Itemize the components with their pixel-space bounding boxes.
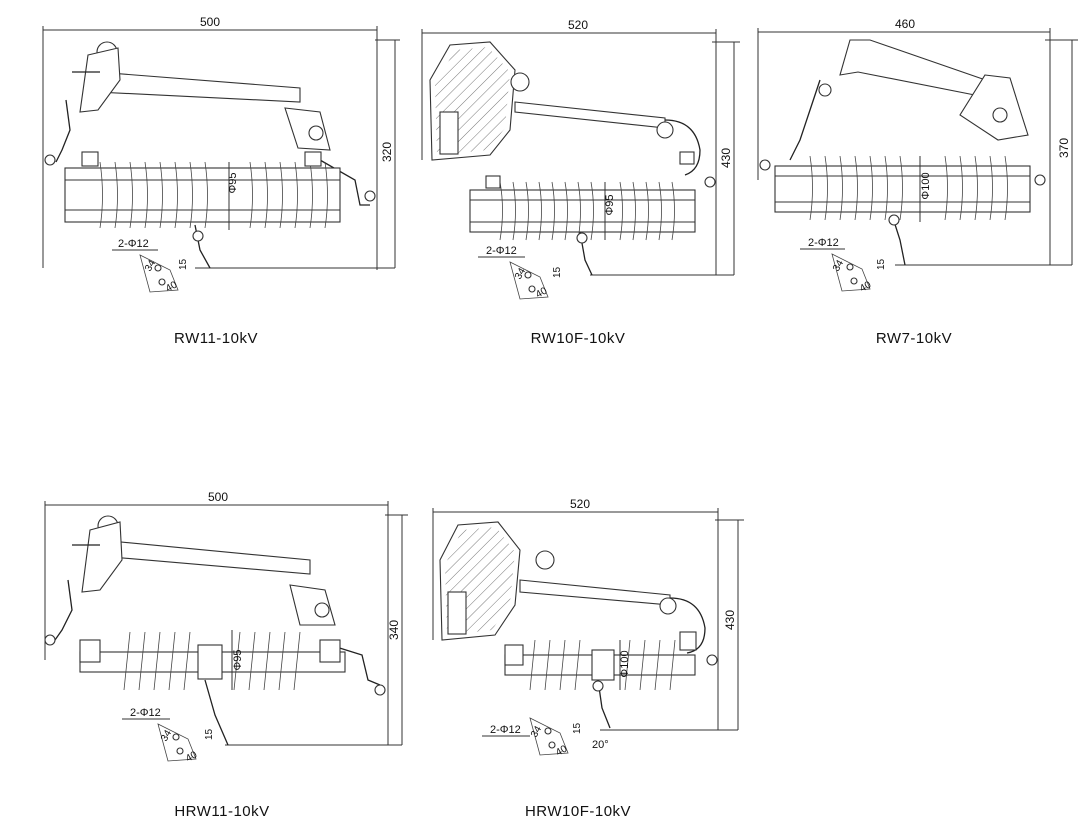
diameter-label: Φ95 [604, 194, 616, 215]
caption-hrw10f: HRW10F-10kV [524, 803, 632, 820]
width-dim: 520 [568, 18, 588, 32]
fuse-diagram-rw10f: 520 430 Φ95 2-Φ12 34 15 40 [421, 18, 740, 301]
caption-hrw11: HRW11-10kV [174, 803, 270, 820]
diameter-label: Φ95 [232, 649, 244, 670]
dim-a: 34 [159, 728, 174, 744]
dim-c: 40 [184, 749, 200, 764]
hole-label: 2-Φ12 [490, 724, 521, 736]
dim-c: 40 [534, 285, 550, 300]
fuse-diagram-rw7: 460 370 Φ100 2-Φ12 34 15 40 [757, 17, 1078, 295]
height-dim: 430 [723, 610, 737, 630]
dim-b: 15 [178, 258, 189, 270]
dim-a: 34 [143, 258, 158, 274]
fuse-diagram-rw11: 500 320 Φ95 2-Φ12 34 15 [42, 15, 400, 295]
dim-a: 34 [831, 258, 846, 274]
dim-a: 34 [529, 724, 544, 740]
diameter-label: Φ100 [920, 172, 932, 199]
caption-rw11: RW11-10kV [174, 330, 258, 347]
dim-c: 40 [164, 279, 180, 294]
caption-rw7: RW7-10kV [875, 330, 953, 347]
caption-rw10f: RW10F-10kV [530, 330, 626, 347]
hole-label: 2-Φ12 [130, 707, 161, 719]
dim-c: 40 [858, 279, 874, 294]
diameter-label: Φ100 [619, 650, 631, 677]
width-dim: 500 [208, 490, 228, 504]
hole-label: 2-Φ12 [808, 237, 839, 249]
dim-b: 15 [876, 258, 887, 270]
height-dim: 430 [719, 148, 733, 168]
diameter-label: Φ95 [227, 172, 239, 193]
dim-b: 15 [204, 728, 215, 740]
hole-label: 2-Φ12 [486, 245, 517, 257]
angle-label: 20° [592, 739, 609, 751]
width-dim: 520 [570, 497, 590, 511]
dim-c: 40 [554, 743, 570, 758]
height-dim: 370 [1057, 138, 1071, 158]
width-dim: 460 [895, 17, 915, 31]
hole-label: 2-Φ12 [118, 238, 149, 250]
height-dim: 320 [380, 142, 394, 162]
dim-b: 15 [572, 722, 583, 734]
width-dim: 500 [200, 15, 220, 29]
dim-b: 15 [552, 266, 563, 278]
fuse-diagram-hrw10f: 520 430 Φ100 20° 2-Φ12 34 15 40 [432, 497, 744, 759]
height-dim: 340 [387, 620, 401, 640]
dim-a: 34 [513, 266, 528, 282]
fuse-diagram-hrw11: 500 340 Φ95 2-Φ12 34 15 40 [44, 490, 408, 765]
